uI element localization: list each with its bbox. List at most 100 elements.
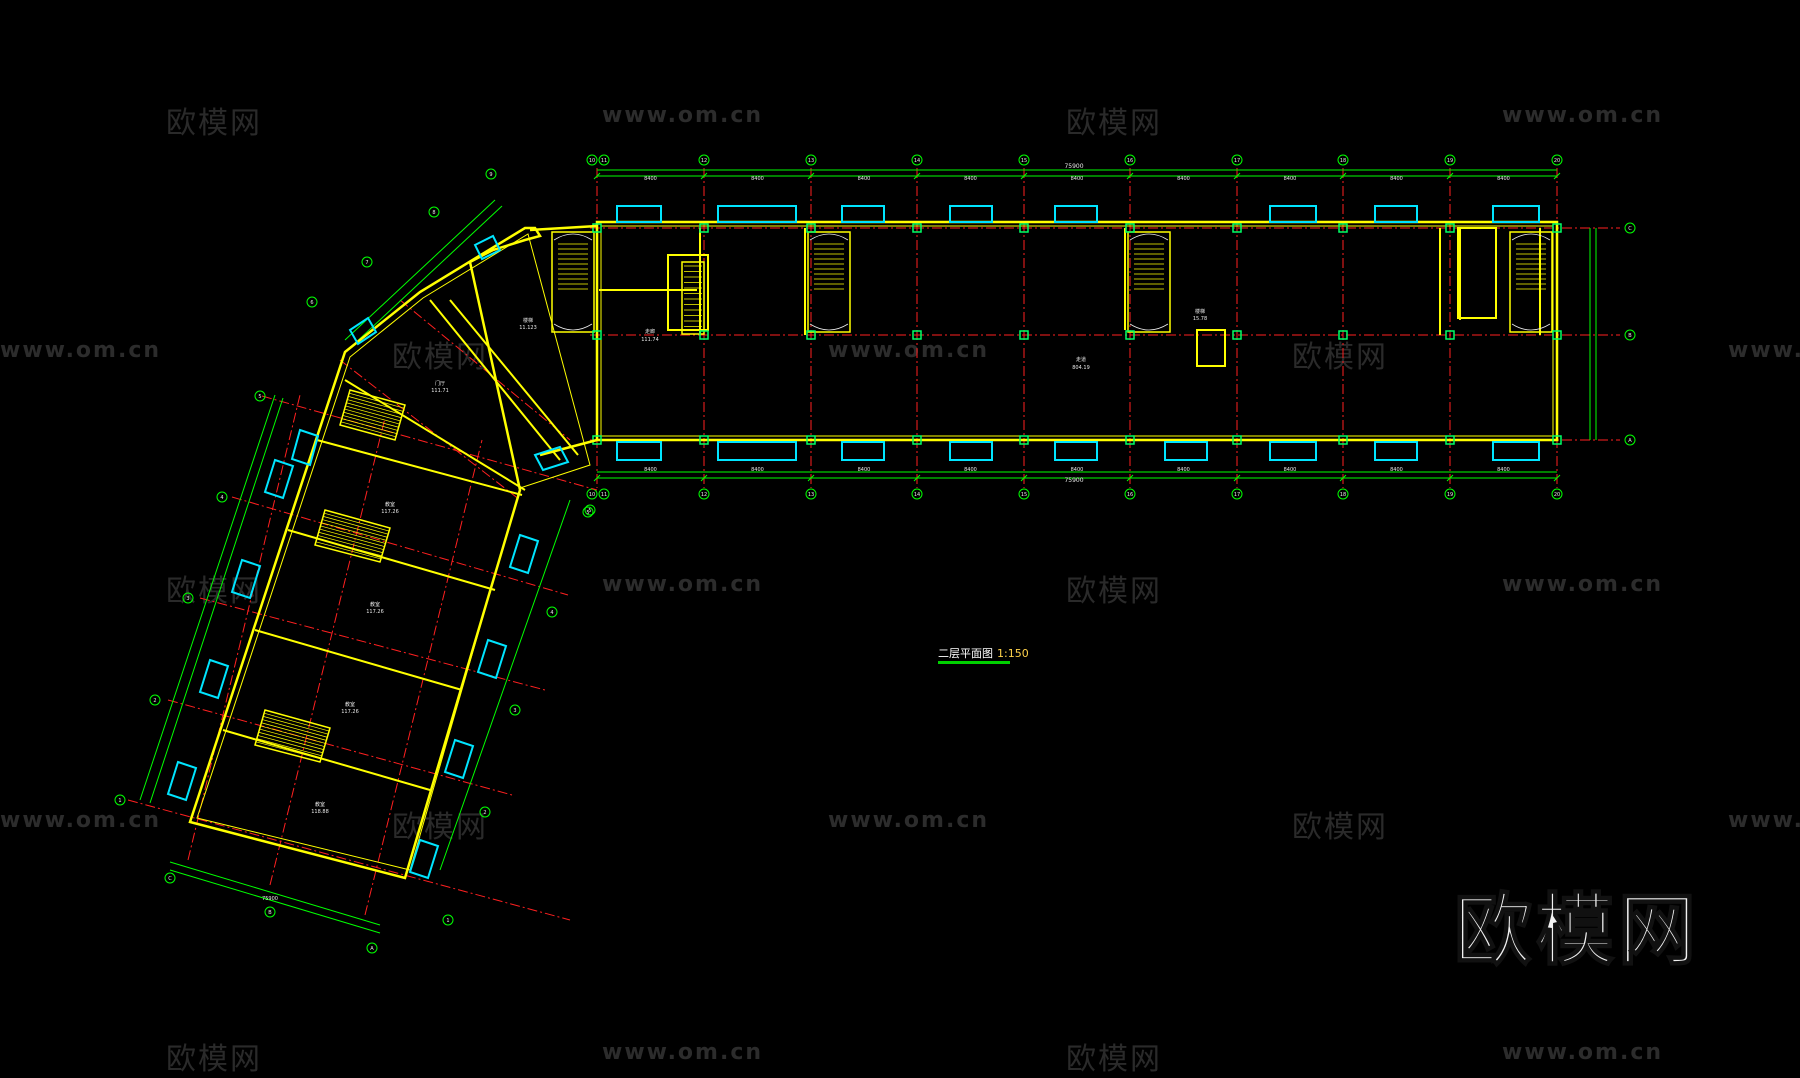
axis-bubble-label: 14 (914, 158, 920, 164)
watermark-url: www.om.cn (1502, 572, 1664, 597)
axis-bubble-label: 13 (808, 492, 814, 498)
stair-tread (348, 392, 405, 409)
dimension-tick (1339, 474, 1347, 482)
stair-tread (348, 396, 404, 412)
watermark-url: www.om.cn (602, 1040, 764, 1065)
axis-bubble (216, 491, 228, 503)
stair-tread (263, 712, 330, 732)
axis-bubble-label: 8 (432, 210, 435, 216)
dimension-tick (1446, 474, 1454, 482)
stair-tread (347, 399, 403, 415)
axis-bubble-label: 5 (258, 394, 261, 400)
exterior-walls (188, 224, 598, 880)
column (1019, 435, 1029, 445)
stair-arc (809, 233, 849, 241)
column (1125, 223, 1135, 233)
overall-dimension-top: 75900 (1064, 163, 1083, 170)
stair-block (1127, 231, 1171, 333)
axis-bubble-label: 3 (186, 596, 189, 602)
dimension-lines (593, 169, 1597, 482)
column (1125, 435, 1135, 445)
window (1054, 441, 1098, 461)
dimension-tick (1126, 474, 1134, 482)
bay-dimension: 8400 (964, 176, 977, 182)
axis-bubble (366, 942, 378, 954)
bay-dimension: 8400 (1497, 176, 1510, 182)
stair-tread (323, 512, 390, 532)
watermark-brand: 欧模网 (1066, 106, 1162, 141)
axis-bubble-label: B (1628, 333, 1632, 339)
column (1125, 330, 1135, 340)
axis-bubble (428, 206, 440, 218)
axis-bubble (1551, 154, 1563, 166)
stair-tread (345, 405, 401, 422)
dimension-tick (1446, 172, 1454, 180)
watermark-brand: 欧模网 (1292, 810, 1388, 845)
axis-bubble (698, 154, 710, 166)
window (841, 441, 885, 461)
axis-bubble-label: 4 (550, 610, 553, 616)
column (912, 435, 922, 445)
watermark-url: www.om.cn (1728, 808, 1800, 833)
room-name: 楼梯 (1195, 308, 1205, 315)
room-name: 教室 (385, 501, 395, 508)
column (1338, 435, 1348, 445)
dimension-tick (1233, 474, 1241, 482)
axis-bubble (546, 606, 558, 618)
watermark-brand: 欧模网 (392, 810, 488, 845)
axis-bubble (149, 694, 161, 706)
dimension-tick (1020, 474, 1028, 482)
stair-arc (553, 323, 593, 331)
axis-bubble-label: 15 (1021, 492, 1027, 498)
bay-dimension: 8400 (1177, 176, 1190, 182)
axis-bubble-label: 5 (588, 508, 591, 514)
stair-block (807, 231, 851, 333)
axis-bubble-label: 17 (1234, 158, 1240, 164)
stairwells (254, 389, 406, 763)
axis-bubble (1018, 154, 1030, 166)
axis-bubble-label: 2 (483, 810, 486, 816)
axis-bubble-label: 17 (1234, 492, 1240, 498)
dimension-lines (139, 199, 571, 934)
axis-bubble (582, 506, 594, 518)
room-name: 教室 (370, 601, 380, 608)
stair-arc (1129, 233, 1169, 241)
dimension-tick (593, 474, 601, 482)
axis-bubble-label: A (1628, 438, 1632, 444)
interior-walls (599, 227, 1541, 367)
dimension-tick (913, 172, 921, 180)
dimension-tick (807, 474, 815, 482)
window (1374, 441, 1418, 461)
watermark-brand: 欧模网 (1292, 340, 1388, 375)
stair-tread (260, 725, 326, 744)
window (616, 205, 662, 223)
stair-arc (1511, 323, 1551, 331)
axis-grid (127, 299, 598, 921)
column (1019, 223, 1029, 233)
axis-bubble (509, 704, 521, 716)
bay-dimension: 8400 (1177, 467, 1190, 473)
column (912, 330, 922, 340)
drawing-scale: 1:150 (997, 647, 1029, 660)
bay-dimension: 8400 (1497, 467, 1510, 473)
axis-bubble (442, 914, 454, 926)
axis-bubble (1444, 154, 1456, 166)
axis-bubble-label: 15 (1021, 158, 1027, 164)
dimension-tick (807, 172, 815, 180)
column (1552, 223, 1562, 233)
column (1232, 435, 1242, 445)
axis-bubble-label: 14 (914, 492, 920, 498)
watermark-url: www.om.cn (0, 338, 162, 363)
horizontal-wing: 1010111112121313141415151616171718181919… (551, 154, 1636, 500)
window (717, 205, 797, 223)
watermark-url: www.om.cn (0, 808, 162, 833)
stair-tread (319, 528, 385, 547)
axis-bubble (306, 296, 318, 308)
dimension-tick (700, 474, 708, 482)
axis-bubble-label: 6 (310, 300, 313, 306)
axis-bubble-label: C (168, 876, 172, 882)
room-area: 111.71 (431, 388, 449, 394)
stair-tread (315, 541, 381, 560)
axis-bubble-label: 16 (1127, 158, 1133, 164)
